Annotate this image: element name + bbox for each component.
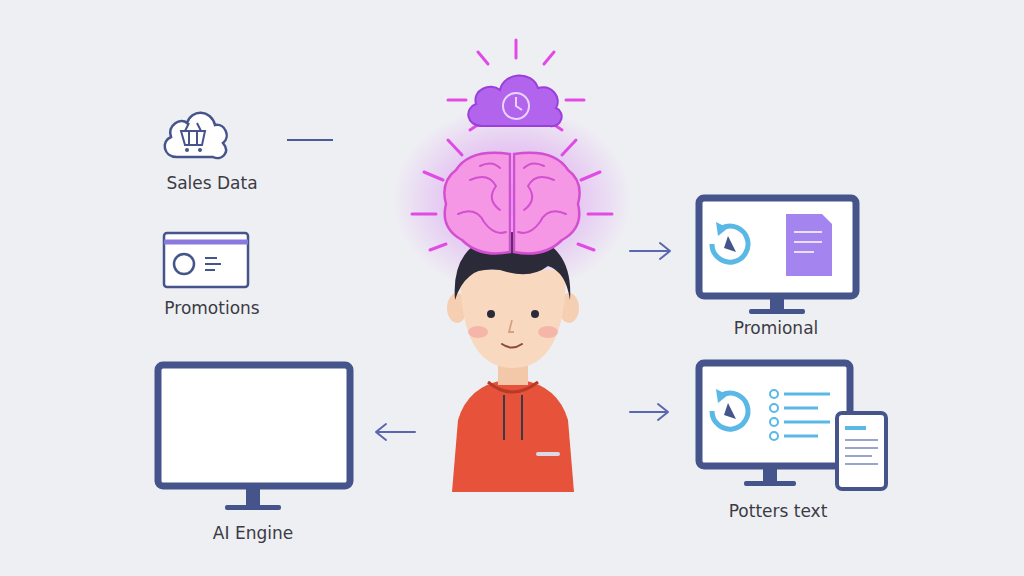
browser-lines [205,258,221,270]
line [205,263,221,265]
eye [487,310,495,318]
browser-circle [174,254,194,274]
cycle-pointer [724,403,736,419]
basket-wheel [185,148,189,152]
line [794,241,822,243]
cloud-rays [448,40,584,130]
line [794,231,822,233]
basket-symbol [181,123,205,145]
brain-left [444,153,510,254]
ray [588,213,612,216]
monitor-screen [158,365,350,486]
ray [544,52,554,64]
ray [478,52,488,64]
nose [509,320,514,332]
line [205,257,217,259]
tablet-frame [837,413,886,489]
node-label: Promional [734,318,819,338]
line [845,426,866,430]
line [205,269,215,271]
hoodie-strings [504,395,522,440]
monitor-screen [699,198,856,296]
line [845,463,878,465]
monitor-base [225,505,281,510]
tablet-lines [845,428,878,464]
hoodie-tag [536,452,560,456]
face [460,270,566,368]
check-line [784,421,830,424]
node-shape [690,356,890,526]
line [794,251,814,253]
monitor-screen [699,363,850,466]
ray [412,213,436,216]
monitor-neck [246,489,260,505]
monitor-base [744,481,796,486]
cheek [538,326,558,338]
ray [566,99,584,102]
cycle-head [716,222,728,236]
clock-face [503,93,529,119]
cycle-pointer [724,236,736,252]
fold [480,163,500,168]
output-monitor: Promional [690,192,865,342]
monitor-neck [770,299,784,309]
data-source-icon: Promotions [155,228,270,323]
node-label: Potters text [729,501,828,521]
ray [424,172,443,180]
clock-hands [516,97,522,110]
node-label: Sales Data [166,173,257,193]
fold [458,211,506,233]
node-shape [150,358,360,548]
basket-wheel [198,148,202,152]
engine-monitor: AI Engine [150,358,360,548]
cycle-head [716,389,728,403]
output-monitor: Potters text [690,356,890,526]
cloud-icon [468,75,561,126]
check-line [784,435,818,438]
document-lines [794,232,822,252]
cheek [468,326,488,338]
check-dot [770,418,778,426]
string [521,395,523,440]
ray [448,140,462,155]
line [845,439,878,441]
arrow-right [630,404,668,420]
monitor-neck [763,469,777,481]
data-source-icon: Sales Data [155,105,270,195]
check-line [784,393,830,396]
brain-folds [458,163,566,232]
browser-window [164,233,248,287]
fold [470,177,500,210]
stub-line [287,139,333,141]
monitor-base [749,309,805,314]
ray [578,244,594,250]
mouth [502,344,522,348]
fold [524,177,554,210]
ray [430,244,446,250]
ray [562,140,576,155]
node-label: AI Engine [213,523,293,543]
node-label: Promotions [164,298,259,318]
fold [518,211,566,233]
eye [531,310,539,318]
arrow-left [376,424,415,440]
line [845,447,878,449]
brain-right [514,153,580,254]
browser-bar [164,240,248,245]
ray [448,99,466,102]
document-icon [786,214,832,276]
cloud-outline [165,113,227,158]
check-dot [770,432,778,440]
fold [524,163,544,168]
check-dot [770,404,778,412]
check-dot [770,390,778,398]
arrow-right [630,243,670,259]
line [845,455,872,457]
check-line [784,407,818,410]
ray [515,40,518,58]
string [503,395,505,440]
hoodie [452,380,574,492]
ray [581,172,600,180]
